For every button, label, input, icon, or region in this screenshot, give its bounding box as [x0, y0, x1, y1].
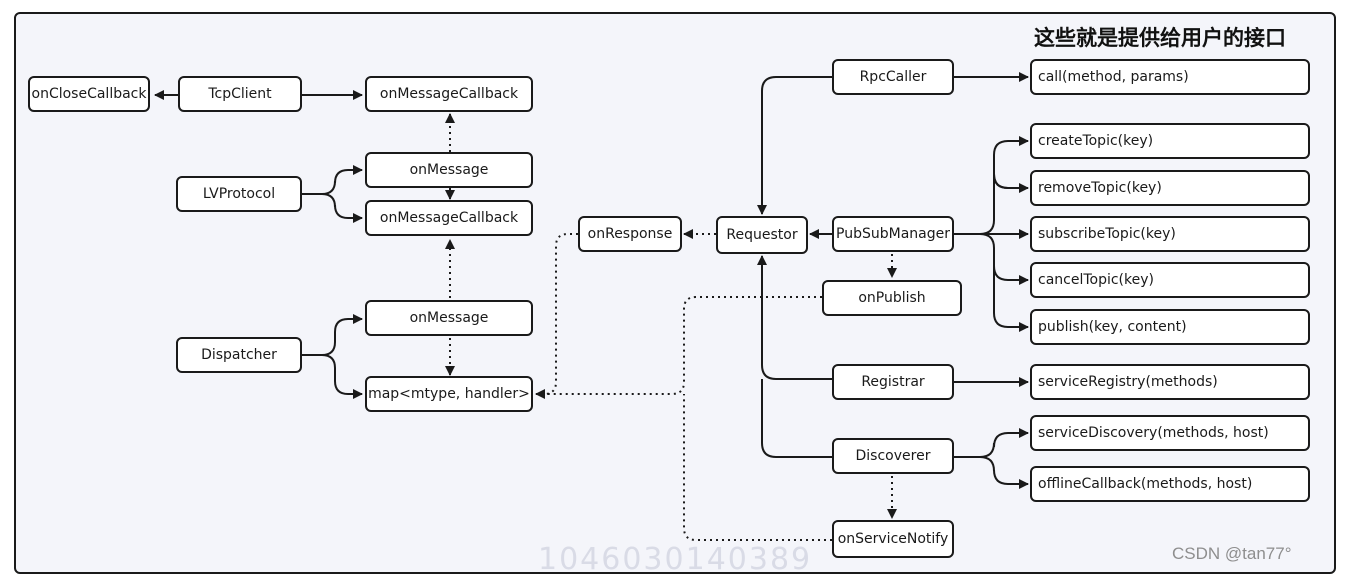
node-onresponse: onResponse	[578, 216, 682, 252]
background-watermark-number: 1046030140389	[538, 542, 813, 577]
node-call-method-params: call(method, params)	[1030, 59, 1310, 95]
node-offlinecallback: offlineCallback(methods, host)	[1030, 466, 1310, 502]
node-lvprotocol: LVProtocol	[176, 176, 302, 212]
node-discoverer: Discoverer	[832, 438, 954, 474]
node-canceltopic: cancelTopic(key)	[1030, 262, 1310, 298]
node-onmessagecallback-2: onMessageCallback	[365, 200, 533, 236]
edge-onresponse-map	[535, 233, 578, 399]
node-requestor: Requestor	[716, 216, 808, 254]
edge-dispatcher-onmessage	[302, 314, 363, 356]
node-onservicenotify: onServiceNotify	[832, 520, 954, 558]
edge-pubsub-remove-join	[993, 173, 1009, 189]
node-publish: publish(key, content)	[1030, 309, 1310, 345]
edge-onservicenotify-map	[683, 394, 832, 541]
node-onmessage-2: onMessage	[365, 300, 533, 336]
node-servicediscovery: serviceDiscovery(methods, host)	[1030, 415, 1310, 451]
node-onmessage-1: onMessage	[365, 152, 533, 188]
node-map-mtype-handler: map<mtype, handler>	[365, 376, 533, 412]
node-subscribetopic: subscribeTopic(key)	[1030, 216, 1310, 252]
edge-discoverer-offlinecallback	[979, 456, 1029, 489]
node-createtopic: createTopic(key)	[1030, 123, 1310, 159]
node-tcpclient: TcpClient	[178, 76, 302, 112]
node-onmessagecallback-top: onMessageCallback	[365, 76, 533, 112]
node-onpublish: onPublish	[822, 280, 962, 316]
node-removetopic: removeTopic(key)	[1030, 170, 1310, 206]
edge-discoverer-requestor	[761, 379, 832, 458]
edge-onpublish-map	[536, 296, 822, 395]
edge-rpccaller-requestor	[757, 76, 832, 215]
node-rpccaller: RpcCaller	[832, 59, 954, 95]
node-pubsubmanager: PubSubManager	[832, 216, 954, 252]
diagram-title: 这些就是提供给用户的接口	[1034, 26, 1286, 50]
node-dispatcher: Dispatcher	[176, 337, 302, 373]
node-registrar: Registrar	[832, 364, 954, 400]
node-onclosecallback: onCloseCallback	[28, 76, 150, 112]
edge-discoverer-servicediscovery	[954, 428, 1029, 458]
edge-dispatcher-map	[321, 354, 363, 399]
node-serviceregistry: serviceRegistry(methods)	[1030, 364, 1310, 400]
edge-lvprotocol-onmessagecallback	[321, 193, 363, 223]
edge-lvprotocol-onmessage	[302, 165, 363, 195]
edge-pubsub-canceltopic	[979, 233, 1029, 285]
csdn-watermark: CSDN @tan77°	[1172, 544, 1292, 563]
edge-registrar-requestor	[757, 255, 832, 380]
edge-pubsub-publish	[993, 266, 1029, 332]
